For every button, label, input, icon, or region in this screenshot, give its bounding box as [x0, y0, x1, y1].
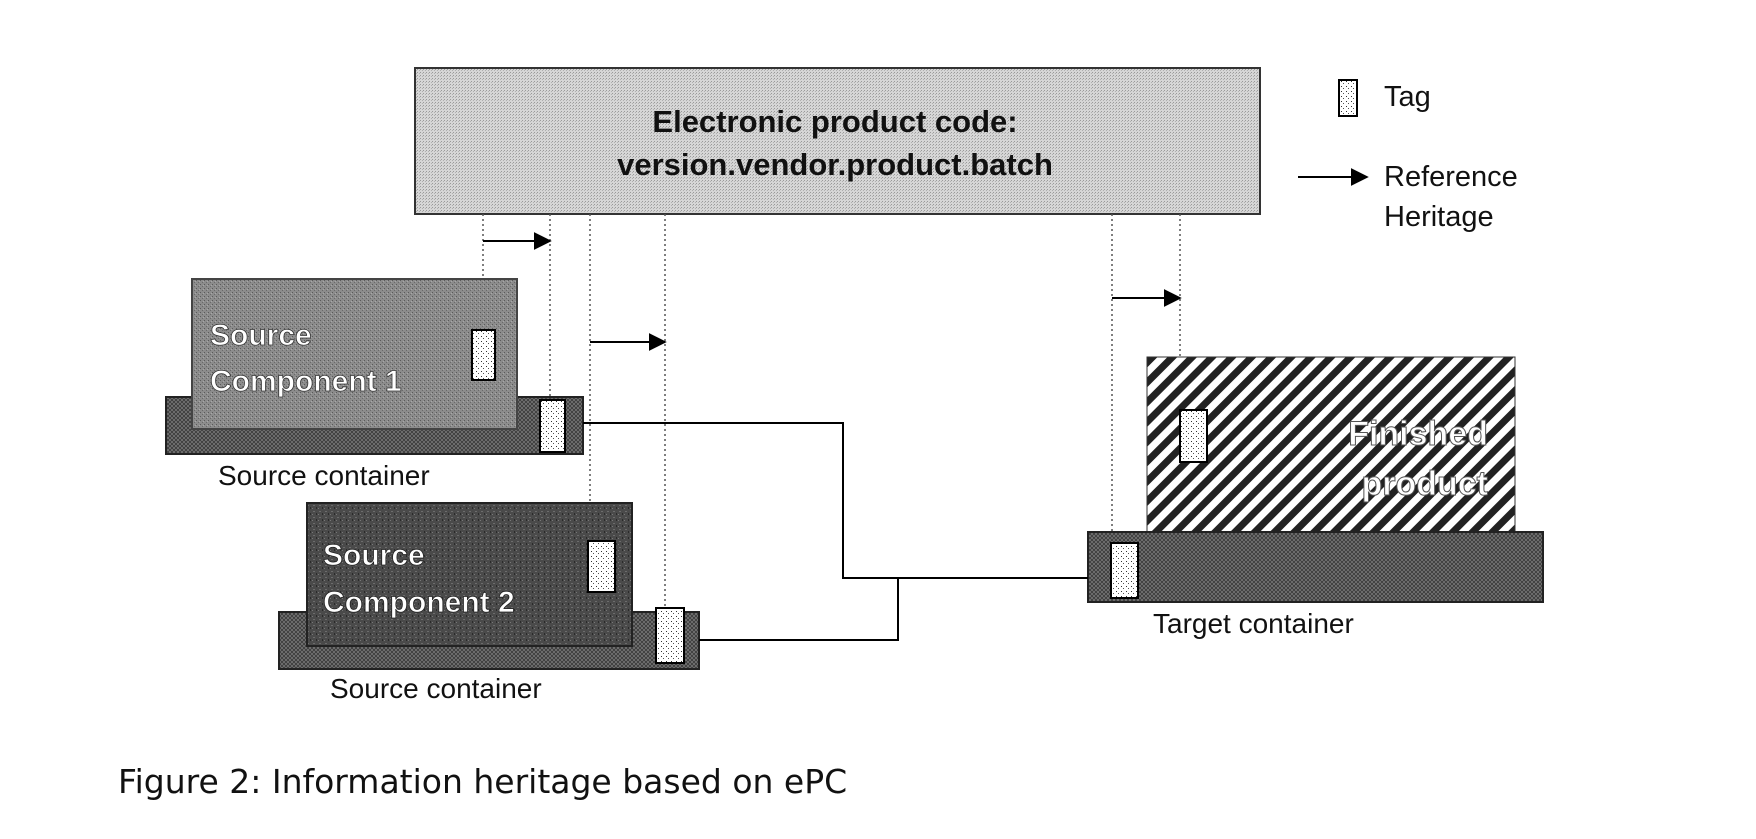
legend-arrow-label-line1: Reference — [1384, 161, 1518, 193]
source-component-1-line1: Source — [210, 319, 312, 352]
tag-icon-target-container — [1111, 543, 1138, 598]
target-container-label: Target container — [1153, 608, 1354, 639]
source-component-1-line2: Component 1 — [210, 365, 402, 398]
connector-sc2-to-target — [699, 578, 898, 640]
finished-product-line2: product — [1361, 465, 1488, 503]
source-component-2-line2: Component 2 — [323, 586, 515, 619]
tag-icon-source-container-2 — [656, 608, 684, 663]
tag-icon-source-container-1 — [540, 400, 565, 452]
source-container-1-label: Source container — [218, 460, 430, 491]
epc-header-line2: version.vendor.product.batch — [617, 147, 1053, 182]
target-container — [1088, 532, 1543, 602]
source-component-1 — [192, 279, 517, 429]
tag-icon-finished-product — [1180, 410, 1207, 462]
finished-product-line1: Finished — [1348, 415, 1488, 453]
connector-sc1-to-target — [583, 423, 1088, 578]
legend: Tag Reference Heritage — [1298, 80, 1518, 233]
source-container-2-group: Source Component 2 Source container — [279, 503, 699, 704]
source-container-2-label: Source container — [330, 673, 542, 704]
legend-tag-icon — [1339, 80, 1357, 116]
legend-tag-label: Tag — [1384, 81, 1431, 113]
source-component-2-line1: Source — [323, 539, 425, 572]
epc-header-line1: Electronic product code: — [652, 104, 1017, 139]
tag-icon-component-2 — [588, 541, 615, 592]
tag-icon-component-1 — [472, 330, 495, 380]
epc-header-box: Electronic product code: version.vendor.… — [415, 68, 1260, 214]
legend-arrow-label-line2: Heritage — [1384, 201, 1494, 233]
heritage-arrows — [483, 241, 1180, 342]
source-component-2 — [307, 503, 632, 646]
target-container-group: Finished product Target container — [1088, 357, 1543, 639]
source-container-1-group: Source Component 1 Source container — [166, 279, 583, 491]
figure-caption: Figure 2: Information heritage based on … — [118, 762, 847, 801]
